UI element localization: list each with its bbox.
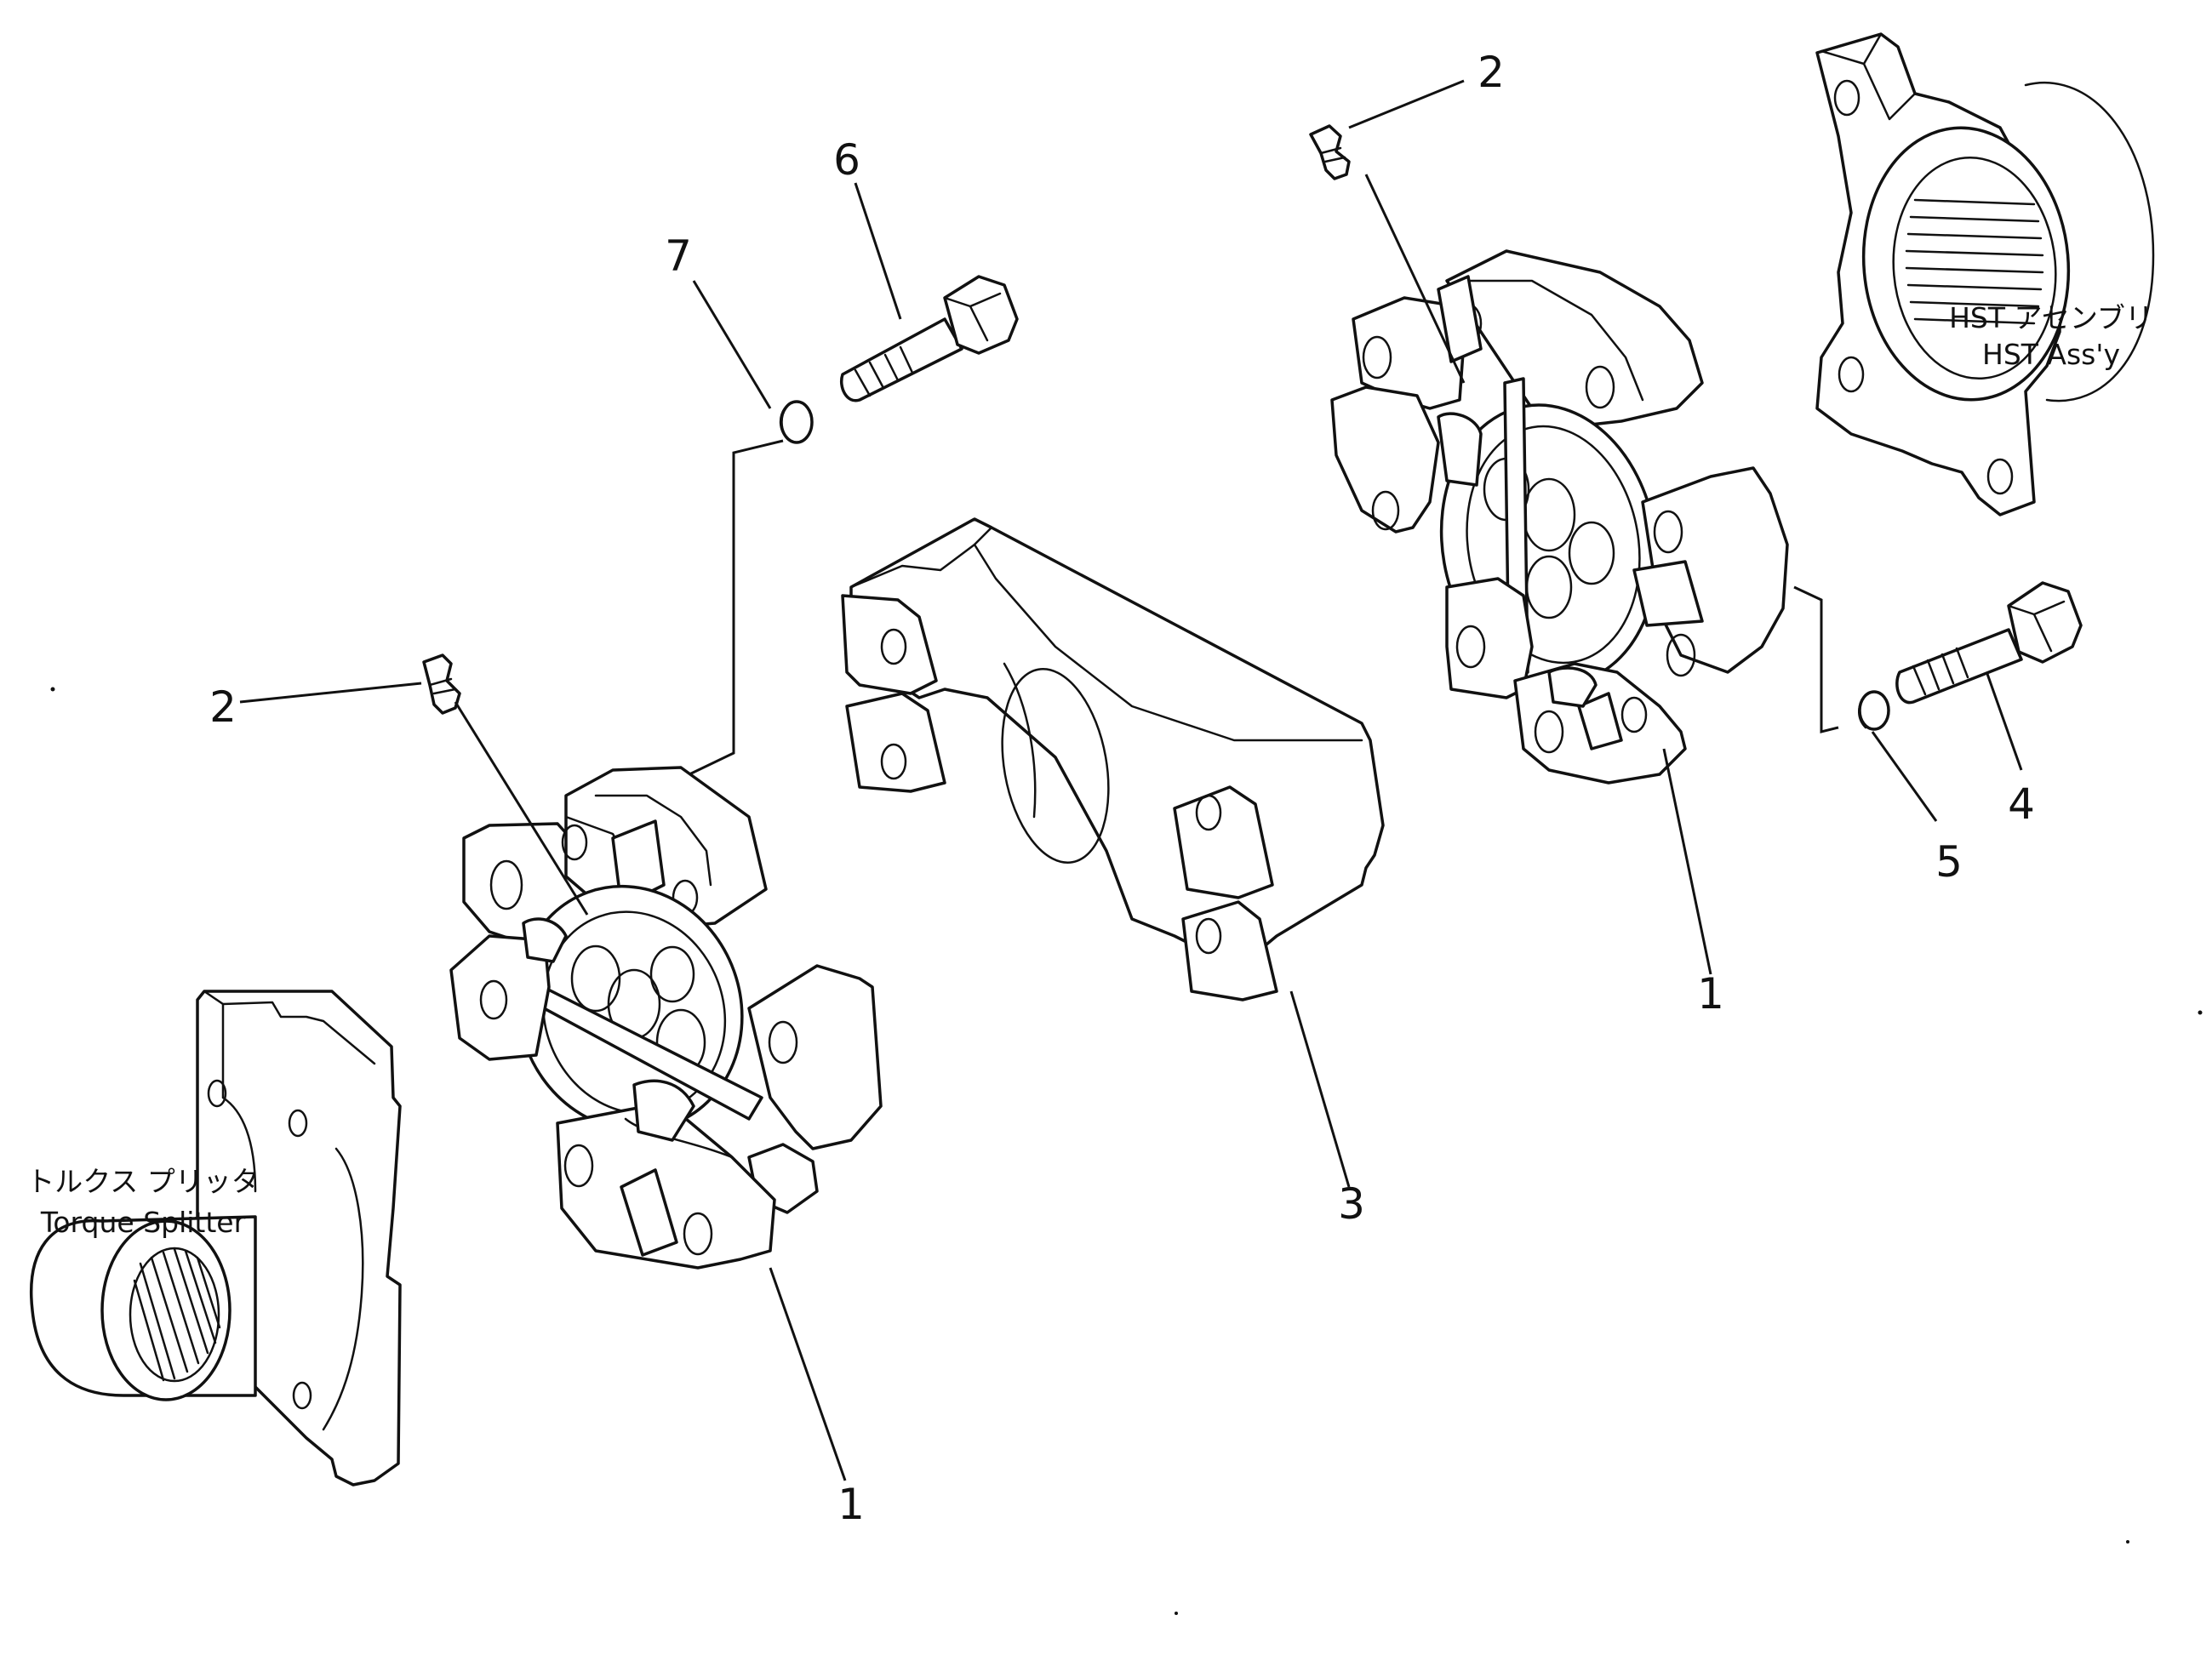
bolt-left — [840, 275, 1019, 402]
hst-assembly-housing — [1815, 32, 2155, 516]
speck — [1175, 1612, 1178, 1615]
speck — [2198, 1010, 2203, 1015]
grease-fitting-left — [422, 653, 461, 715]
leader-lines — [239, 79, 2023, 1481]
callout-1-right: 1 — [1697, 969, 1724, 1019]
center-yoke-shaft — [841, 517, 1385, 1001]
hst-assy-label-en: HST Ass'y — [1982, 338, 2120, 371]
grease-fitting-right — [1309, 124, 1351, 180]
speck — [2126, 1540, 2129, 1544]
callout-2-left: 2 — [209, 682, 237, 732]
bolt-right — [1895, 581, 2083, 705]
speck — [50, 687, 55, 692]
universal-joint-right — [1330, 249, 1789, 785]
callout-7: 7 — [665, 231, 692, 281]
hst-assy-label-jp: HST アセンブリ — [1949, 301, 2153, 334]
callout-4: 4 — [2008, 779, 2035, 829]
callout-2-right: 2 — [1478, 48, 1505, 97]
callout-1-left: 1 — [837, 1480, 865, 1529]
torque-splitter-label-jp: トルクス プリッタ — [26, 1165, 260, 1198]
callout-3: 3 — [1338, 1179, 1365, 1229]
torque-splitter-label-en: Torque Splitter — [40, 1206, 246, 1239]
torque-splitter-flange — [30, 990, 402, 1487]
callout-6: 6 — [833, 135, 860, 185]
universal-joint-left — [449, 766, 883, 1270]
spring-washer-left — [779, 400, 814, 444]
spring-washer-right — [1858, 690, 1890, 731]
callout-5: 5 — [1935, 837, 1963, 887]
